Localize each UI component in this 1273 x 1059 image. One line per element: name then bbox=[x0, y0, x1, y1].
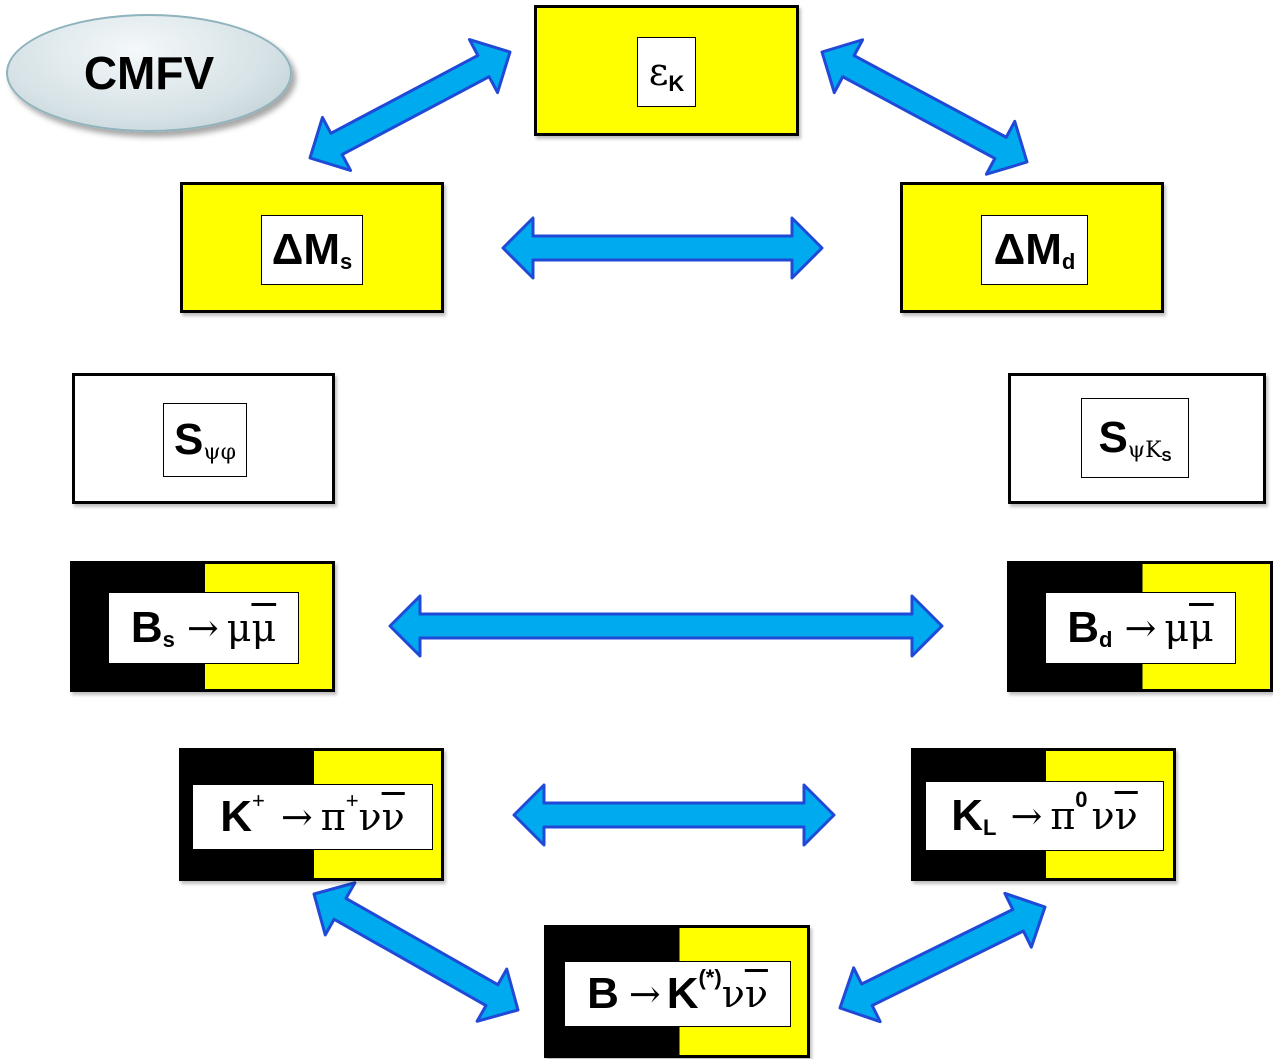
arrow-epsk-dmd bbox=[820, 38, 1029, 176]
cmfv-badge: CMFV bbox=[6, 14, 292, 132]
arrow-kplus-kl bbox=[512, 783, 836, 847]
arrow-epsk-dms bbox=[308, 38, 512, 172]
arrow-kl-bk bbox=[838, 891, 1047, 1024]
arrow-bs-bd bbox=[388, 594, 944, 658]
cmfv-label: CMFV bbox=[83, 47, 215, 99]
arrow-kplus-bk bbox=[312, 881, 520, 1023]
arrow-dms-dmd bbox=[501, 216, 824, 280]
